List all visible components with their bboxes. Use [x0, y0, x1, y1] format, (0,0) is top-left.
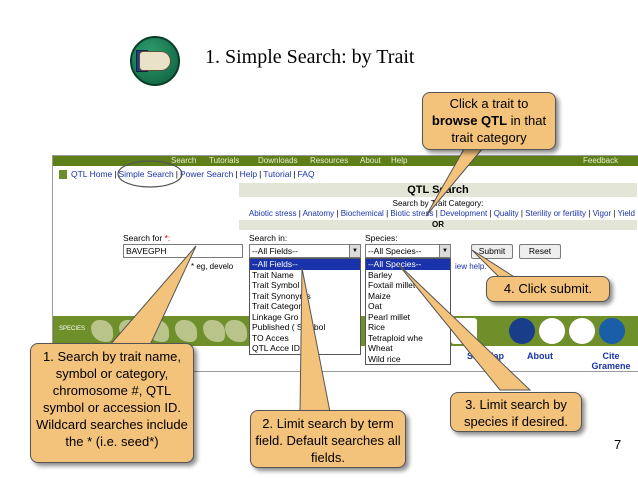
callout-limit-species: 3. Limit search by species if desired.: [450, 392, 582, 432]
banner-item[interactable]: About: [360, 156, 381, 165]
plant-icon: [225, 320, 247, 342]
banner-item[interactable]: Help: [391, 156, 408, 165]
nav-faq[interactable]: FAQ: [297, 169, 315, 179]
cornell-logo: [569, 318, 595, 344]
dropdown-option[interactable]: Trait Symbol: [252, 280, 300, 290]
species-select[interactable]: --All Species--▼: [365, 244, 451, 258]
category-link[interactable]: Sterility or fertility: [525, 209, 587, 218]
simple-search-highlight: [117, 160, 183, 188]
dropdown-option[interactable]: Barley: [368, 269, 393, 280]
search-for-label: Search for *:: [123, 233, 171, 243]
qtl-nav-bar: QTL Home|Simple Search|Power Search|Help…: [53, 168, 638, 182]
chevron-down-icon: ▼: [439, 245, 450, 257]
callout-tail-submit: [471, 249, 518, 279]
dropdown-option[interactable]: Wheat: [368, 343, 393, 353]
search-in-label: Search in:: [249, 233, 288, 243]
category-link[interactable]: Abiotic stress: [248, 209, 297, 218]
submit-button[interactable]: Submit: [471, 244, 513, 259]
dropdown-option[interactable]: Trait Name: [252, 269, 294, 280]
search-hint: * eg, develo: [191, 262, 234, 271]
callout-search-by-trait: 1. Search by trait name, symbol or categ…: [30, 343, 194, 463]
top-banner: Search Tutorials Downloads Resources Abo…: [53, 156, 638, 166]
dropdown-option[interactable]: Oat: [368, 301, 382, 311]
pointing-hand-icon: [130, 36, 180, 86]
callout-click-submit: 4. Click submit.: [486, 276, 610, 302]
document-icon: [59, 170, 67, 179]
dropdown-option[interactable]: --All Species--: [366, 259, 450, 270]
slide-title: 1. Simple Search: by Trait: [205, 46, 415, 68]
reset-button[interactable]: Reset: [519, 244, 561, 259]
category-link[interactable]: Anatomy: [302, 209, 335, 218]
dropdown-option[interactable]: Foxtail millet: [368, 280, 416, 290]
help-link[interactable]: iew help.: [455, 262, 487, 271]
plant-icon: [203, 320, 225, 342]
dropdown-option[interactable]: Trait Synonyms: [252, 290, 311, 301]
callout-tail-browse: [425, 141, 490, 217]
category-label: Search by Trait Category:: [392, 199, 484, 208]
nav-qtl-home[interactable]: QTL Home: [71, 169, 113, 179]
category-link[interactable]: Biochemical: [340, 209, 384, 218]
callout-tail-search-by: [108, 245, 197, 346]
dropdown-option[interactable]: Maize: [368, 290, 391, 301]
species-strip-label: SPECIES: [59, 326, 86, 332]
banner-item[interactable]: Tutorials: [209, 156, 240, 165]
dropdown-option[interactable]: TO Acces: [252, 332, 289, 343]
chevron-down-icon: ▼: [349, 245, 360, 257]
or-divider: OR: [239, 220, 637, 230]
category-link[interactable]: Yield: [617, 209, 636, 218]
species-label: Species:: [365, 233, 398, 243]
search-input[interactable]: BAVEGPH: [123, 244, 243, 258]
banner-item[interactable]: Resources: [310, 156, 349, 165]
slide-number: 7: [614, 437, 622, 452]
nav-power-search[interactable]: Power Search: [179, 169, 234, 179]
category-link[interactable]: Vigor: [592, 209, 612, 218]
dropdown-option[interactable]: Published ( Symbol: [252, 322, 326, 332]
partner-logo: [539, 318, 565, 344]
trait-category-links: Abiotic stress | Anatomy | Biochemical |…: [248, 209, 636, 218]
banner-item[interactable]: Search: [171, 156, 197, 165]
category-link[interactable]: Development: [440, 209, 488, 218]
category-link[interactable]: Quality: [493, 209, 519, 218]
banner-item[interactable]: Downloads: [258, 156, 298, 165]
callout-tail-limit-term: [299, 267, 331, 413]
plant-icon: [91, 320, 113, 342]
search-in-select[interactable]: --All Fields--▼: [249, 244, 361, 258]
footer-cite-gramene[interactable]: Cite Gramene: [591, 351, 631, 371]
dropdown-option[interactable]: Tetraploid whe: [368, 332, 423, 343]
plant-icon: [175, 320, 197, 342]
dropdown-option[interactable]: --All Fields--: [250, 259, 360, 270]
dropdown-option[interactable]: Trait Category: [252, 301, 306, 311]
dropdown-option[interactable]: Rice: [368, 322, 386, 332]
qtl-search-header: QTL Search: [239, 183, 637, 197]
nav-help[interactable]: Help: [239, 169, 258, 179]
callout-tail-limit-species: [397, 263, 532, 391]
category-link[interactable]: Biotic stress: [390, 209, 434, 218]
cshl-logo: [599, 318, 625, 344]
dropdown-option[interactable]: Pearl millet: [368, 311, 411, 322]
nav-tutorial[interactable]: Tutorial: [263, 169, 292, 179]
banner-feedback[interactable]: Feedback: [583, 156, 619, 165]
usda-logo: [509, 318, 535, 344]
dropdown-option[interactable]: Linkage Gro: [252, 311, 299, 322]
dropdown-option[interactable]: QTL Acce ID: [252, 343, 300, 353]
nav-simple-search[interactable]: Simple Search: [118, 169, 174, 179]
callout-limit-term: 2. Limit search by term field. Default s…: [250, 410, 406, 468]
footer-about[interactable]: About: [527, 351, 553, 361]
dropdown-option[interactable]: Wild rice: [368, 353, 401, 364]
